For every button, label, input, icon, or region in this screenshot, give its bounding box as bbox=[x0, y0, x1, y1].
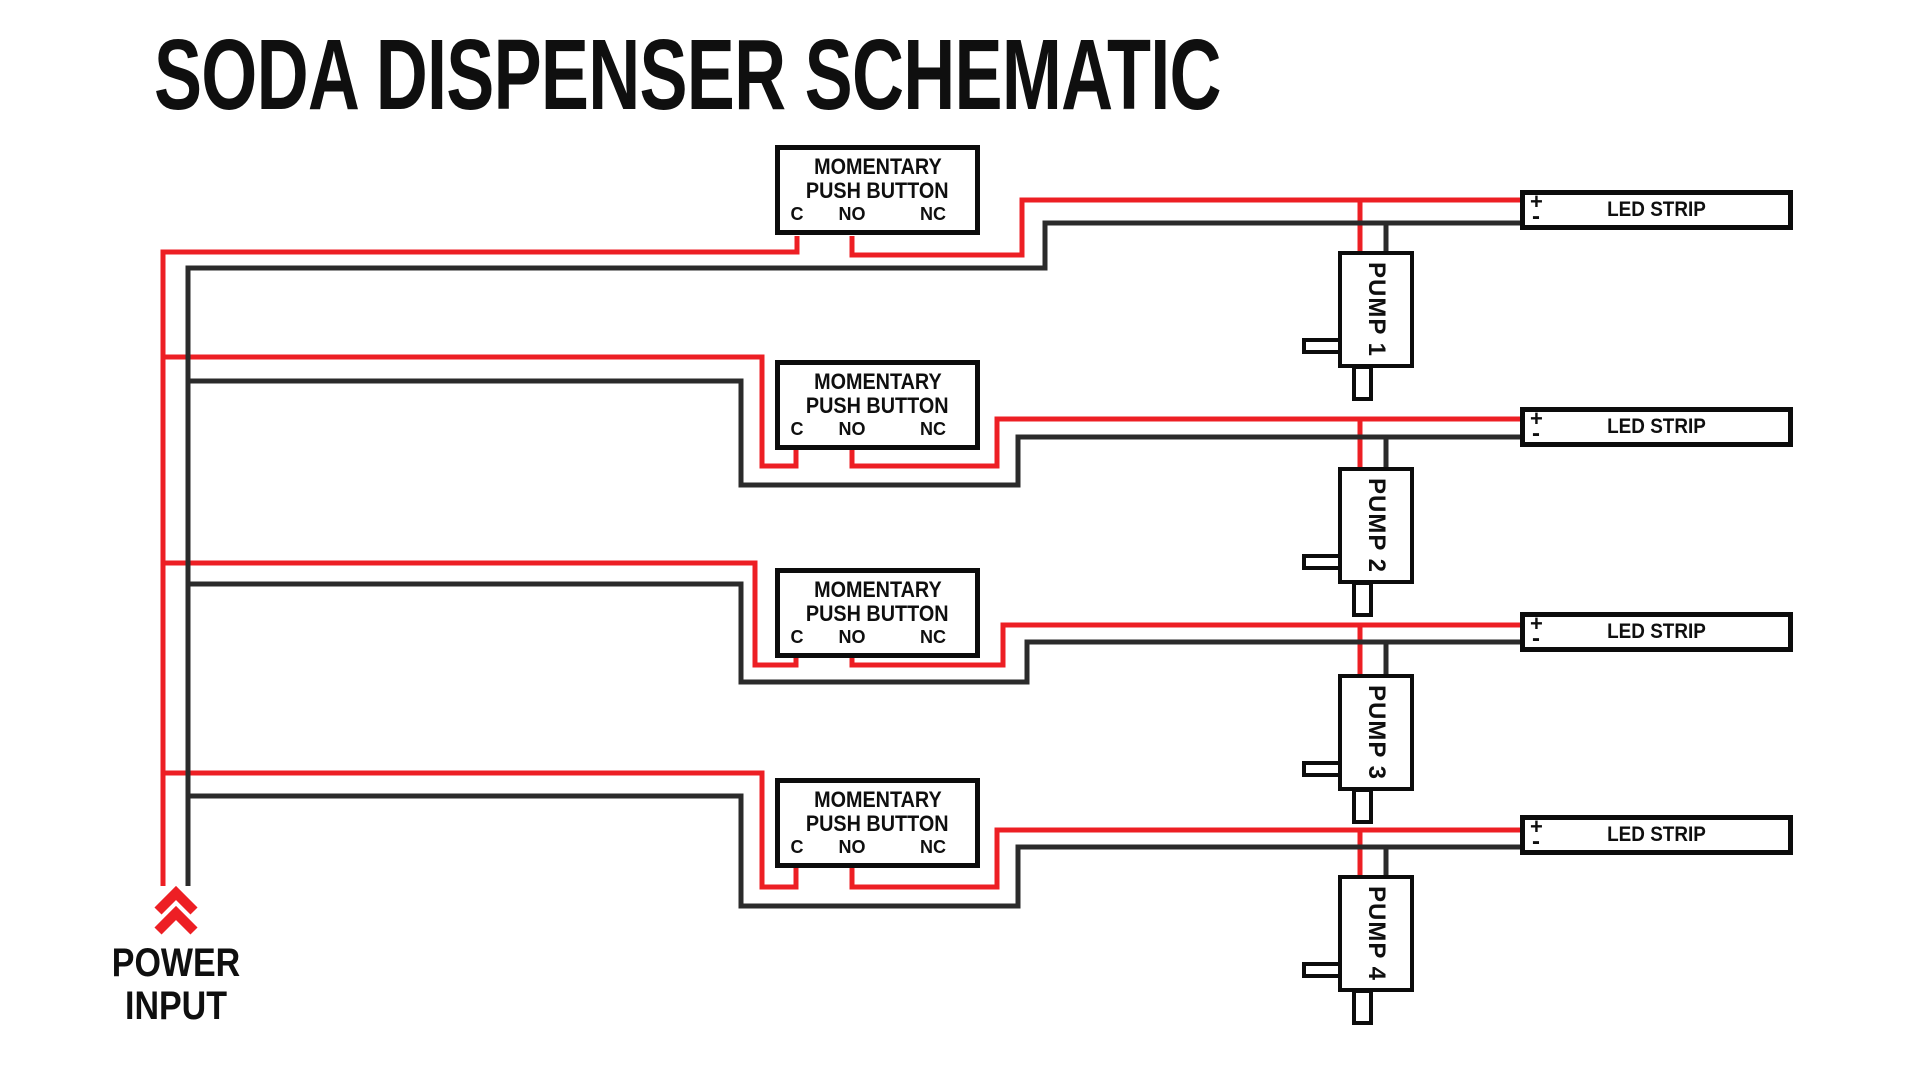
push-button-1: MOMENTARY PUSH BUTTON C NO NC bbox=[775, 145, 980, 235]
terminal-c-label: C bbox=[790, 204, 804, 224]
terminal-c-label: C bbox=[790, 627, 804, 647]
power-input-label: POWER INPUT bbox=[108, 942, 244, 1028]
led-strip-3: + - LED STRIP bbox=[1520, 612, 1793, 652]
led-strip-label: LED STRIP bbox=[1607, 415, 1706, 438]
led-strip-label: LED STRIP bbox=[1607, 823, 1706, 846]
led-strip-4: + - LED STRIP bbox=[1520, 815, 1793, 855]
minus-terminal-label: - bbox=[1532, 625, 1540, 652]
wire-black-bus-row1-return bbox=[185, 220, 1520, 886]
pump-3-bottom-tab bbox=[1352, 788, 1373, 824]
wire-red-bus-row1-rail bbox=[160, 236, 800, 886]
wire-black-row2-return bbox=[188, 378, 1520, 488]
pump-3: PUMP 3 bbox=[1338, 674, 1414, 791]
power-input-line2: INPUT bbox=[125, 984, 227, 1028]
wire-red-row4-rail bbox=[163, 770, 799, 890]
pump-3-left-tab bbox=[1302, 761, 1342, 777]
wire-black-row4-return bbox=[188, 793, 1520, 909]
terminal-nc-label: NC bbox=[920, 837, 946, 857]
push-button-title-line2: PUSH BUTTON bbox=[806, 393, 949, 418]
terminal-c-label: C bbox=[790, 419, 804, 439]
wire-black-row3-return bbox=[188, 581, 1520, 685]
minus-terminal-label: - bbox=[1532, 420, 1540, 447]
push-button-2-title: MOMENTARY PUSH BUTTON bbox=[780, 370, 975, 418]
pump-1-bottom-tab bbox=[1352, 365, 1373, 401]
pump-2-left-tab bbox=[1302, 554, 1342, 570]
plus-terminal-label: + bbox=[1530, 814, 1543, 839]
wire-red-row3-rail bbox=[163, 560, 799, 668]
wire-red-row4-feed bbox=[849, 827, 1520, 890]
led-strip-label: LED STRIP bbox=[1607, 620, 1706, 643]
wire-red-row2-rail bbox=[163, 354, 799, 469]
push-button-title-line1: MOMENTARY bbox=[813, 577, 942, 602]
pump-1-label: PUMP 1 bbox=[1363, 262, 1390, 357]
pump-3-label: PUMP 3 bbox=[1363, 685, 1390, 780]
push-button-4: MOMENTARY PUSH BUTTON C NO NC bbox=[775, 778, 980, 868]
push-button-2: MOMENTARY PUSH BUTTON C NO NC bbox=[775, 360, 980, 450]
terminal-c-label: C bbox=[790, 837, 804, 857]
wire-red-row1-feed bbox=[849, 197, 1520, 258]
pump-4-bottom-tab bbox=[1352, 989, 1373, 1025]
terminal-no-label: NO bbox=[838, 627, 866, 647]
push-button-title-line2: PUSH BUTTON bbox=[806, 178, 949, 203]
terminal-nc-label: NC bbox=[920, 204, 946, 224]
minus-terminal-label: - bbox=[1532, 828, 1540, 855]
pump-4-left-tab bbox=[1302, 962, 1342, 978]
led-strip-2: + - LED STRIP bbox=[1520, 407, 1793, 447]
minus-terminal-label: - bbox=[1532, 203, 1540, 230]
pump-2: PUMP 2 bbox=[1338, 467, 1414, 584]
push-button-title-line1: MOMENTARY bbox=[813, 369, 942, 394]
wire-red-row2-feed bbox=[849, 416, 1520, 469]
push-button-title-line2: PUSH BUTTON bbox=[806, 811, 949, 836]
push-button-4-title: MOMENTARY PUSH BUTTON bbox=[780, 788, 975, 836]
pump-4-label: PUMP 4 bbox=[1363, 886, 1390, 981]
push-button-3-title: MOMENTARY PUSH BUTTON bbox=[780, 578, 975, 626]
pump-2-bottom-tab bbox=[1352, 581, 1373, 617]
plus-terminal-label: + bbox=[1530, 406, 1543, 431]
push-button-title-line1: MOMENTARY bbox=[813, 154, 942, 179]
push-button-1-title: MOMENTARY PUSH BUTTON bbox=[780, 155, 975, 203]
pump-1: PUMP 1 bbox=[1338, 251, 1414, 368]
double-chevron-up-icon bbox=[154, 885, 198, 935]
pump-4: PUMP 4 bbox=[1338, 875, 1414, 992]
page-title: SODA DISPENSER SCHEMATIC bbox=[154, 19, 1222, 131]
pump-1-left-tab bbox=[1302, 338, 1342, 354]
pump-2-label: PUMP 2 bbox=[1363, 478, 1390, 573]
wire-red-row3-feed bbox=[849, 622, 1520, 668]
led-strip-1: + - LED STRIP bbox=[1520, 190, 1793, 230]
push-button-title-line1: MOMENTARY bbox=[813, 787, 942, 812]
terminal-nc-label: NC bbox=[920, 627, 946, 647]
terminal-no-label: NO bbox=[838, 204, 866, 224]
power-input-line1: POWER bbox=[111, 941, 241, 985]
terminal-no-label: NO bbox=[838, 837, 866, 857]
terminal-nc-label: NC bbox=[920, 419, 946, 439]
plus-terminal-label: + bbox=[1530, 611, 1543, 636]
terminal-no-label: NO bbox=[838, 419, 866, 439]
push-button-3: MOMENTARY PUSH BUTTON C NO NC bbox=[775, 568, 980, 658]
plus-terminal-label: + bbox=[1530, 189, 1543, 214]
led-strip-label: LED STRIP bbox=[1607, 198, 1706, 221]
push-button-title-line2: PUSH BUTTON bbox=[806, 601, 949, 626]
